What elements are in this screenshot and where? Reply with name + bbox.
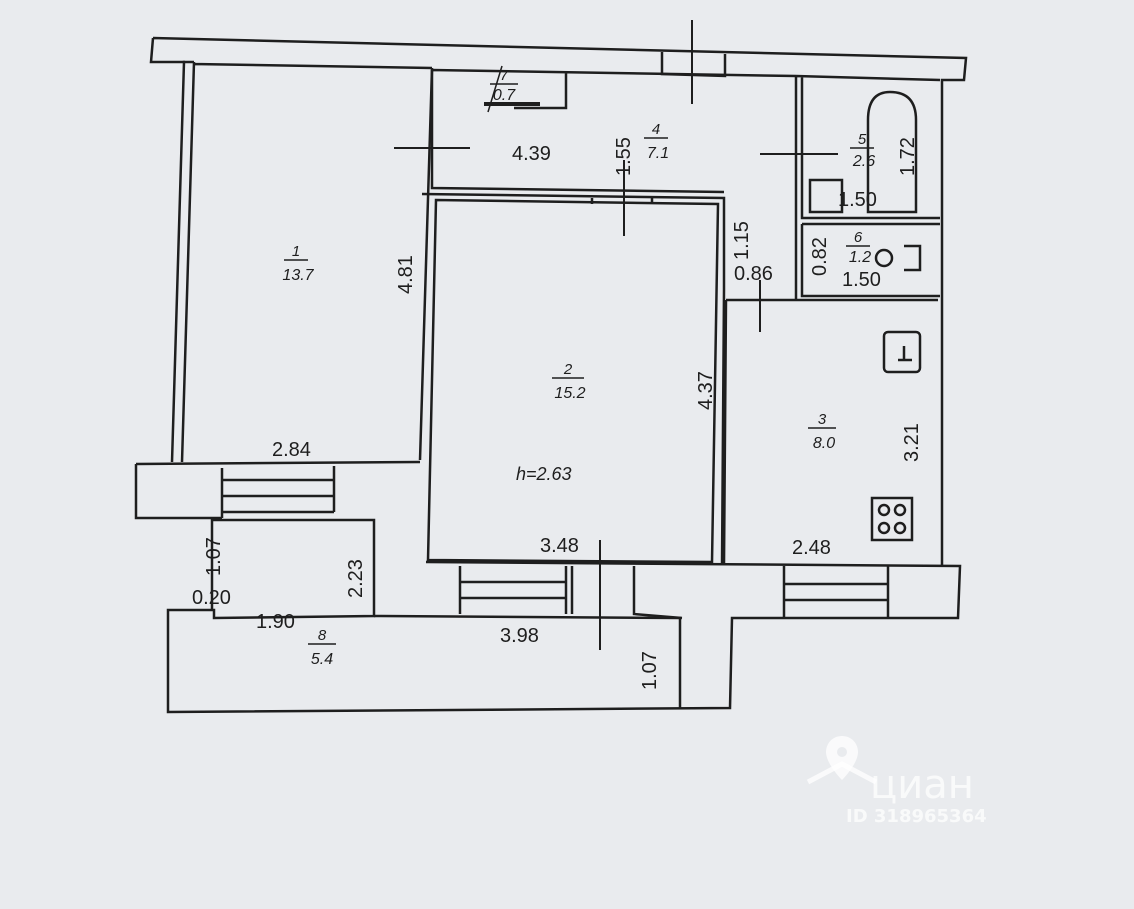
room-1-walls xyxy=(170,60,434,463)
room-7-leader xyxy=(487,65,503,113)
bottom-and-balcony-walls xyxy=(166,518,962,714)
dim-label: 0.86 xyxy=(734,263,773,285)
dim-label: 3.21 xyxy=(901,423,923,462)
dim-label: 3.48 xyxy=(540,535,579,557)
room-8-number: 8 xyxy=(318,627,327,644)
watermark: циан ID 318965364 xyxy=(806,736,987,827)
corridor-walls xyxy=(430,68,797,194)
dim-label: 3.98 xyxy=(500,625,539,647)
room-4-number: 4 xyxy=(652,121,660,138)
sink xyxy=(808,178,844,214)
dim-label: 1.55 xyxy=(613,137,635,176)
dim-label: 1.07 xyxy=(203,537,225,576)
burner xyxy=(893,503,907,517)
dim-label: 4.81 xyxy=(395,255,417,294)
ceiling-height: h=2.63 xyxy=(516,464,572,484)
dim-label: 0.82 xyxy=(809,237,831,276)
left-door-block xyxy=(134,460,421,520)
dim-label: 1.72 xyxy=(897,137,919,176)
dim-label: 1.50 xyxy=(838,189,877,211)
room-1-area: 13.7 xyxy=(282,267,314,284)
room-2-door xyxy=(590,198,654,204)
room-labels: 1 13.7 2 15.2 3 8.0 4 7.1 5 2.6 6 1.2 7 … xyxy=(282,67,875,668)
outer-top-wall xyxy=(149,36,968,565)
balcony-doors-center xyxy=(458,566,683,620)
bathtub xyxy=(866,90,918,214)
toilet-box xyxy=(904,244,922,272)
dim-label: 4.39 xyxy=(512,143,551,165)
dim-label: 1.07 xyxy=(639,651,661,690)
burner xyxy=(893,521,907,535)
dim-label: 1.90 xyxy=(256,611,295,633)
room-8-area: 5.4 xyxy=(311,651,333,668)
stove xyxy=(870,496,914,542)
toilet-bowl xyxy=(874,248,894,268)
room-3-number: 3 xyxy=(818,411,827,428)
dim-label: 2.48 xyxy=(792,537,831,559)
room-2-number: 2 xyxy=(563,361,573,378)
room-2-area: 15.2 xyxy=(554,385,585,402)
dim-label: 2.84 xyxy=(272,439,311,461)
dimension-labels: 4.39 1.55 1.72 1.50 1.15 0.82 0.86 1.50 … xyxy=(192,137,923,690)
bathroom-walls xyxy=(794,74,941,300)
kitchen-sink xyxy=(882,330,922,374)
dim-label: 2.23 xyxy=(345,559,367,598)
watermark-brand: циан xyxy=(870,762,974,808)
room-6-number: 6 xyxy=(854,229,863,246)
walls xyxy=(134,36,968,714)
dim-label: 4.37 xyxy=(695,371,717,410)
room-4-area: 7.1 xyxy=(647,145,669,162)
burner xyxy=(877,503,891,517)
watermark-id: ID 318965364 xyxy=(846,806,987,827)
kitchen-tap xyxy=(898,346,912,362)
room-6-area: 1.2 xyxy=(849,249,871,266)
room-5-number: 5 xyxy=(858,131,867,148)
dim-label: 1.15 xyxy=(731,221,753,260)
location-pin-dot xyxy=(837,747,847,757)
room-3-area: 8.0 xyxy=(813,435,835,452)
burner xyxy=(877,521,891,535)
room-2-outer-walls xyxy=(421,192,726,566)
dim-label: 0.20 xyxy=(192,587,231,609)
balcony-inner-line xyxy=(373,614,682,708)
room-7-area: 0.7 xyxy=(493,87,516,104)
kitchen-window xyxy=(782,566,890,618)
dim-label: 1.50 xyxy=(842,269,881,291)
room-1-number: 1 xyxy=(292,243,300,260)
room-7-number: 7 xyxy=(500,67,509,84)
room-5-area: 2.6 xyxy=(852,153,875,170)
roof-icon xyxy=(806,761,878,785)
kitchen-walls xyxy=(722,298,938,566)
dimension-lines xyxy=(394,20,838,650)
